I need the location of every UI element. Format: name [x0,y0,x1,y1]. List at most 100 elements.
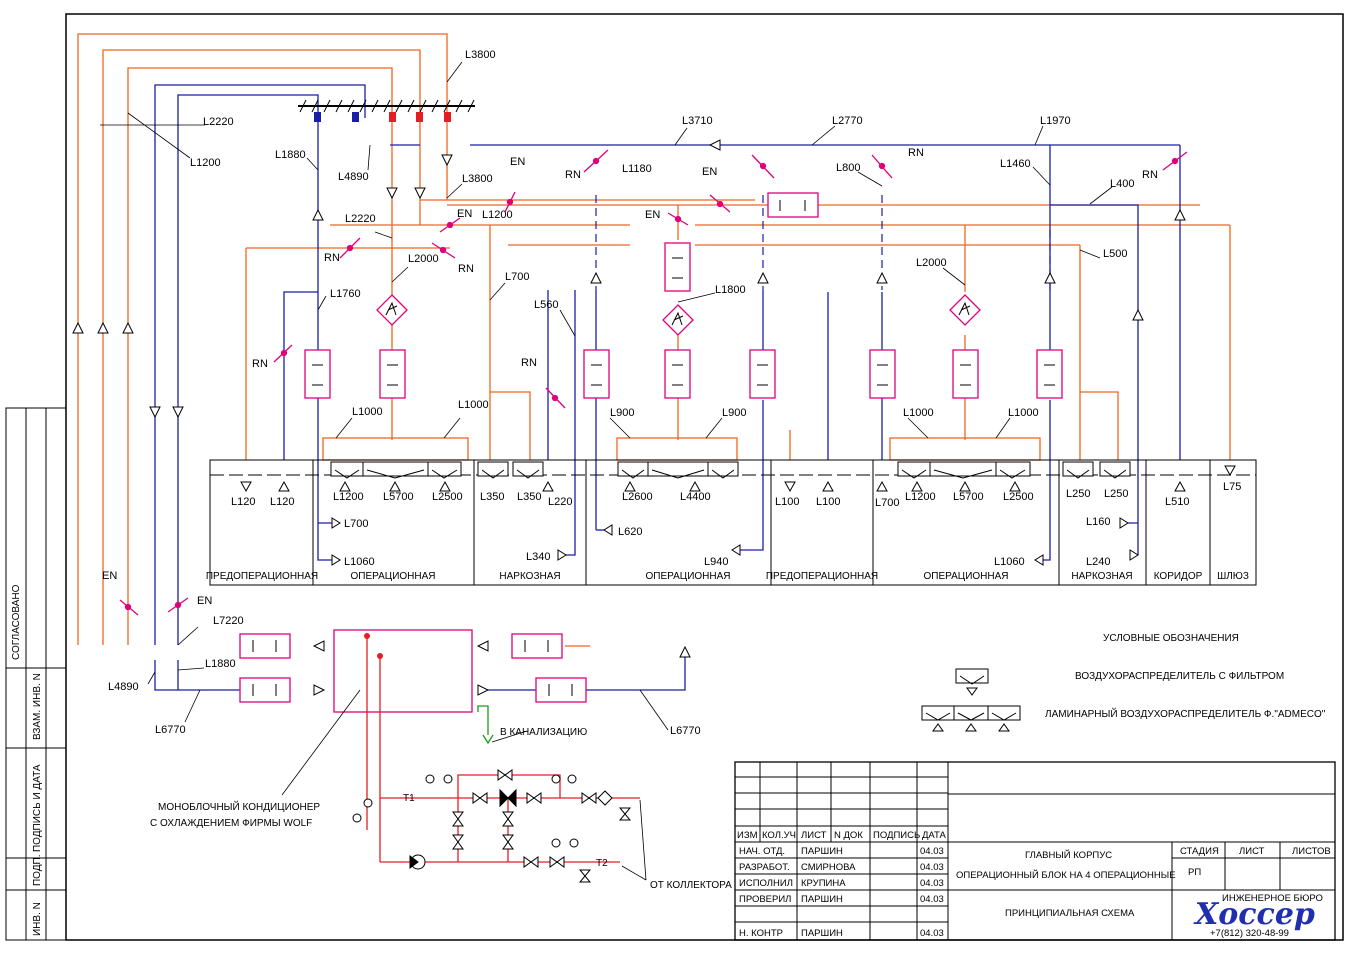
label-l1760: L1760 [330,288,361,300]
room-3: НАРКОЗНАЯ [499,571,560,582]
label-l3800-mid: L3800 [462,173,493,185]
dampers [119,149,1188,616]
filter-units [239,192,1063,713]
label-t14: L1200 [905,491,936,503]
label-l2220-mid: L2220 [345,213,376,225]
label-en2: EN [457,208,472,220]
legend: УСЛОВНЫЕ ОБОЗНАЧЕНИЯ ВОЗДУХОРАСПРЕДЕЛИТЕ… [921,633,1326,732]
label-t12: L100 [816,496,840,508]
label-l700: L700 [505,271,529,283]
note-collector: ОТ КОЛЛЕКТОРА [650,880,732,891]
tb-date-1: 04.03 [920,846,944,857]
rooms-strip [209,459,1257,586]
label-b5: L940 [704,556,728,568]
tb-date-4: 04.03 [920,894,944,905]
label-b7: L160 [1086,516,1110,528]
label-rn3: RN [1142,169,1158,181]
flow-arrows [72,139,1186,696]
label-l3710: L3710 [682,115,713,127]
tb-subject: ОПЕРАЦИОННЫЙ БЛОК НА 4 ОПЕРАЦИОННЫЕ [956,869,1176,881]
label-l1000-d: L1000 [1008,407,1039,419]
note-drain: В КАНАЛИЗАЦИЮ [500,727,587,738]
label-l1200-mid: L1200 [482,209,513,221]
tb-header-2: КОЛ.УЧ [762,830,796,841]
label-l900-b: L900 [722,407,746,419]
label-l3800-top: L3800 [465,49,496,61]
label-t19: L510 [1165,496,1189,508]
label-t6: L350 [480,491,504,503]
title-block-grid [734,761,1336,941]
drawing-frame [5,13,1344,941]
label-t17: L250 [1066,488,1090,500]
room-4: ОПЕРАЦИОННАЯ [645,571,730,582]
label-l1800: L1800 [715,284,746,296]
label-l4890-top: L4890 [338,171,369,183]
room-5: ПРЕДОПЕРАЦИОННАЯ [766,571,878,582]
duct-size-labels: L3800 L2220 L1200 L1880 L4890 L3710 L277… [108,49,1134,737]
label-l1000-c: L1000 [903,407,934,419]
tb-header-1: ИЗМ [737,830,758,841]
label-l1200-left: L1200 [190,157,221,169]
sidebar-inv-no: ИНВ. N [32,902,43,936]
label-en6: EN [197,595,212,607]
label-rn7: RN [521,357,537,369]
header-manifold [298,99,475,122]
label-l1000-b: L1000 [458,399,489,411]
drain-pipe [477,705,494,745]
label-l1880-top: L1880 [275,149,306,161]
label-t15: L5700 [953,491,984,503]
tb-header-3: ЛИСТ [801,830,827,841]
sidebar-inv-change: ВЗАМ. ИНВ. N [32,673,43,740]
tb-object: ГЛАВНЫЙ КОРПУС [1025,849,1112,861]
tb-sheet-label: ЛИСТ [1239,846,1265,857]
sidebar-agreed: СОГЛАСОВАНО [11,584,22,660]
label-l1970: L1970 [1040,115,1071,127]
company-logo: Хоссер [1193,897,1315,932]
note-ahu-1: МОНОБЛОЧНЫЙ КОНДИЦИОНЕР [158,800,320,813]
label-rn2: RN [908,147,924,159]
tb-name-2: СМИРНОВА [801,862,856,873]
title-block-text: ИЗМ КОЛ.УЧ ЛИСТ N ДОК ПОДПИСЬ ДАТА НАЧ. … [737,830,1331,939]
label-en1: EN [510,156,525,168]
label-t2: L120 [270,496,294,508]
tb-stage-label: СТАДИЯ [1180,846,1219,857]
room-8: КОРИДОР [1154,571,1203,582]
label-t5: L2500 [432,491,463,503]
tb-role-4: ПРОВЕРИЛ [739,894,791,905]
note-t1: T1 [403,793,415,804]
room-names: ПРЕДОПЕРАЦИОННАЯ ОПЕРАЦИОННАЯ НАРКОЗНАЯ … [206,571,1249,582]
label-l2000-a: L2000 [408,253,439,265]
label-rn1: RN [565,169,581,181]
legend-item-2: ЛАМИНАРНЫЙ ВОЗДУХОРАСПРЕДЕЛИТЕЛЬ Ф."ADME… [1045,707,1326,720]
label-l400: L400 [1110,178,1134,190]
leader-lines [100,61,1113,881]
label-rn5: RN [458,263,474,275]
room-9: ШЛЮЗ [1217,571,1249,582]
label-b3: L340 [526,551,550,563]
label-t3: L1200 [333,491,364,503]
label-l6770-right: L6770 [670,725,701,737]
water-fittings [352,633,632,883]
label-l1000-a: L1000 [352,406,383,418]
tb-name-6: ПАРШИН [801,928,843,939]
label-b4: L620 [618,526,642,538]
label-l2000-b: L2000 [916,257,947,269]
room-7: НАРКОЗНАЯ [1071,571,1132,582]
tb-drawing: ПРИНЦИПИАЛЬНАЯ СХЕМА [1005,908,1135,919]
room-6: ОПЕРАЦИОННАЯ [923,571,1008,582]
label-l1880-bot: L1880 [205,658,236,670]
dashed-duct-segments [595,195,1051,290]
tb-name-3: КРУПИНА [801,878,846,889]
room-2: ОПЕРАЦИОННАЯ [350,571,435,582]
terminal-labels: L120 L120 L1200 L5700 L2500 L350 L350 L2… [231,481,1241,568]
tb-header-5: ПОДПИСЬ [873,830,920,841]
tb-role-1: НАЧ. ОТД. [739,846,785,857]
tb-role-3: ИСПОЛНИЛ [739,878,793,889]
room-1: ПРЕДОПЕРАЦИОННАЯ [206,571,318,582]
label-t11: L100 [775,496,799,508]
sidebar-sign: ПОДП. [32,855,43,886]
note-t2: T2 [596,858,608,869]
tb-date-6: 04.03 [920,928,944,939]
label-l7220: L7220 [213,615,244,627]
